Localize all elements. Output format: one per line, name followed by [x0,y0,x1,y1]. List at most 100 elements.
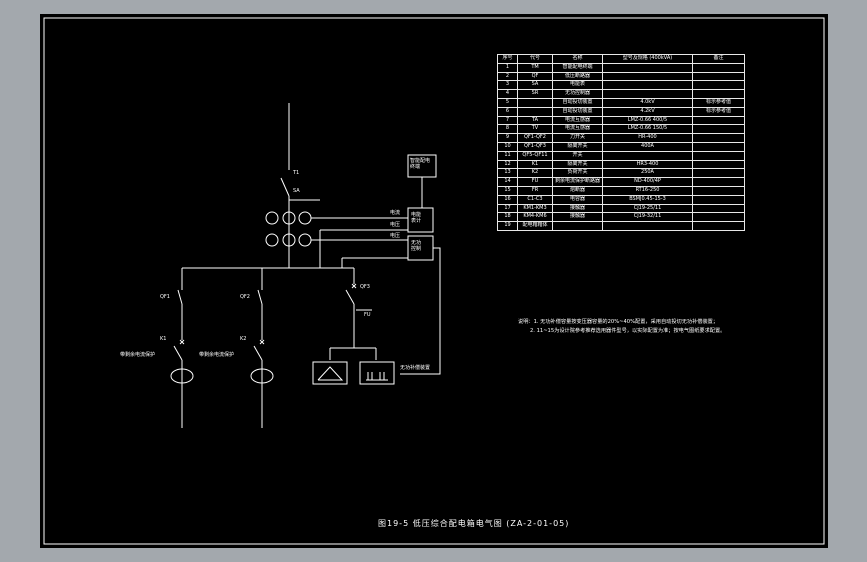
label-fuse: FU [364,312,371,318]
table-cell: 2 [497,71,518,82]
reactor-symbol [312,361,348,385]
table-cell: QF5-QF11 [517,150,553,161]
table-cell: 9 [497,133,518,143]
table-cell [692,133,745,143]
table-cell: 标示参考值 [692,106,745,117]
feeder-3-capacitor [312,268,395,385]
table-cell: KM1-KM3 [517,203,553,214]
table-cell: 3 [497,80,518,91]
table-cell: KM4-KM6 [517,212,553,223]
table-cell [692,221,745,231]
table-cell: 自动投切装置 [552,106,603,117]
table-cell [692,168,745,179]
note-line: 说明：1. 无功补偿容量按变压器容量的20%~40%配置，采用自动投切无功补偿装… [518,319,719,325]
feeder-2 [250,268,274,428]
table-cell: 13 [497,168,518,179]
table-cell: 电能表 [552,80,603,91]
table-cell: CJ19-25/11 [602,203,693,214]
table-cell: 11 [497,150,518,161]
table-cell: 熔断器 [552,185,603,196]
table-cell [602,89,693,99]
table-cell: 5 [497,97,518,108]
table-header-cell: 型号及规格 (400kVA) [602,54,693,64]
table-cell [602,62,693,73]
table-cell: 标示参考值 [692,97,745,108]
table-cell [692,89,745,99]
table-cell [602,150,693,161]
table-cell: LMZ-0.66 400/5 [602,115,693,126]
capacitor-symbol [359,361,395,385]
table-cell: HR3-400 [602,159,693,170]
table-cell: 19 [497,221,518,231]
table-cell [692,203,745,214]
table-cell [692,185,745,196]
table-cell: 低压断路器 [552,71,603,82]
reactive-control-wire [400,247,441,375]
table-cell: 4 [497,89,518,99]
table-cell [692,80,745,91]
table-cell: 配电箱箱体 [517,221,553,231]
label-feeder1: 带剩余电流保护 [120,352,156,358]
label-qf3: QF3 [360,284,370,290]
table-cell: K1 [517,159,553,170]
table-cell: C1-C3 [517,194,553,205]
table-cell: SA [517,80,553,91]
table-cell: 无功控制器 [552,89,603,99]
table-cell [692,150,745,161]
table-cell [692,141,745,152]
table-cell: RT16-250 [602,185,693,196]
label-qf2: QF2 [240,294,250,300]
table-cell: ND-400/4P [602,177,693,187]
current-transformers [265,211,408,268]
table-cell: BSMJ0.45-15-3 [602,194,693,205]
table-cell [517,106,553,117]
table-cell: HR-400 [602,133,693,143]
table-header-cell: 备注 [692,54,745,64]
table-cell: 剩余电流保护断路器 [552,177,603,187]
table-cell: TM [517,62,553,73]
main-switch [280,177,290,197]
table-cell: FR [517,185,553,196]
table-cell: 16 [497,194,518,205]
table-cell [552,221,603,231]
table-cell: 12 [497,159,518,170]
table-cell: 自动投切装置 [552,97,603,108]
table-cell: 14 [497,177,518,187]
table-cell: 17 [497,203,518,214]
label-wire-signal: 电压 [390,233,401,239]
table-cell: 智能配电终端 [552,62,603,73]
label-reactive: 无功 控制 [411,240,422,252]
table-cell [602,80,693,91]
table-cell [692,71,745,82]
label-capacitor: 无功补偿装置 [400,365,431,371]
label-meter: 电能 表计 [411,212,422,224]
table-cell [602,71,693,82]
label-wire-current: 电流 [390,210,401,216]
table-cell: QF1-QF2 [517,133,553,143]
table-cell: 刀开关 [552,133,603,143]
table-cell: 4.0kV [602,97,693,108]
label-k1: K1 [160,336,167,342]
label-k2: K2 [240,336,247,342]
table-cell: 18 [497,212,518,223]
table-cell: 7 [497,115,518,126]
table-cell: 10 [497,141,518,152]
table-cell: 15 [497,185,518,196]
